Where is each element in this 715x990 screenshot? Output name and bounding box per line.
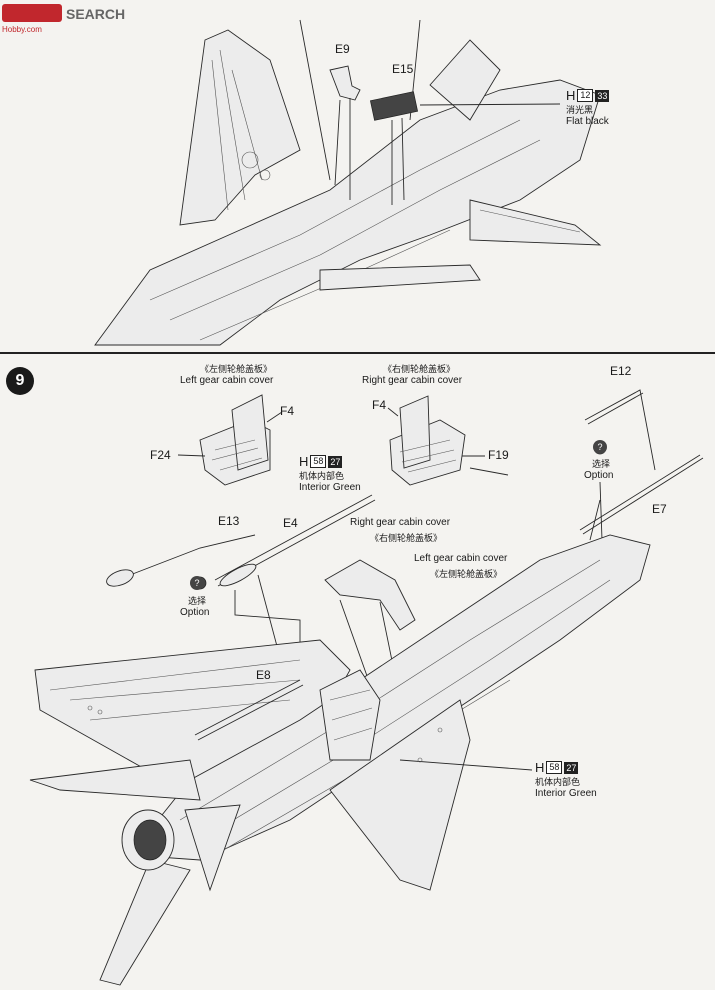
- paint-letter: H: [566, 88, 576, 103]
- paint-letter: H: [535, 760, 545, 775]
- part-label-f19: F19: [488, 448, 509, 462]
- section-divider: [0, 352, 715, 354]
- part-label-e9: E9: [335, 42, 350, 56]
- left-cover-title-en: Left gear cabin cover: [180, 375, 274, 386]
- paint-callout-flat-black: H 12 33: [566, 88, 610, 103]
- paint-code-dark: 27: [564, 761, 579, 774]
- part-label-e12: E12: [610, 364, 632, 378]
- part-label-f4-left: F4: [280, 404, 295, 418]
- right-cover-title-cn: 《右侧轮舱盖板》: [383, 364, 456, 374]
- paint-mid-name-en: Interior Green: [299, 482, 361, 493]
- callout-right-cover-cn: 《右侧轮舱盖板》: [370, 533, 443, 543]
- left-gear-cover-drawing: [177, 394, 283, 486]
- paint-bottom-name-cn: 机体内部色: [535, 777, 581, 787]
- part-label-f24: F24: [150, 448, 171, 462]
- watermark: SEARCH Hobby.com: [0, 0, 160, 40]
- part-label-e7: E7: [652, 502, 667, 516]
- option-question-icon: ?: [593, 440, 607, 454]
- step-number: 9: [15, 372, 25, 389]
- paint-mid-name-cn: 机体内部色: [299, 471, 345, 481]
- option-left-cn: 选择: [188, 596, 207, 606]
- part-label-e8: E8: [256, 668, 271, 682]
- paint-name-en: Flat black: [566, 116, 609, 127]
- option-right-cn: 选择: [592, 459, 611, 469]
- part-label-e4: E4: [283, 516, 298, 530]
- main-aircraft-drawing: [29, 467, 651, 986]
- paint-callout-interior-green-mid: H 58 27: [299, 454, 343, 469]
- right-gear-cover-drawing: [387, 395, 485, 486]
- callout-left-cover-cn: 《左侧轮舱盖板》: [430, 569, 503, 579]
- part-label-e13: E13: [218, 514, 240, 528]
- paint-code-dark: 33: [595, 89, 610, 102]
- option-right-en: Option: [584, 470, 614, 481]
- paint-code-box: 58: [310, 455, 327, 468]
- part-label-e15: E15: [392, 62, 414, 76]
- left-cover-title-cn: 《左侧轮舱盖板》: [200, 364, 273, 374]
- option-question-icon: ?: [190, 576, 204, 590]
- paint-code-dark: 27: [328, 455, 343, 468]
- top-aircraft-drawing: [94, 19, 602, 346]
- option-left-en: Option: [180, 607, 210, 618]
- watermark-logo-icon: [2, 4, 62, 22]
- callout-left-cover-en: Left gear cabin cover: [414, 553, 508, 564]
- paint-code-box: 12: [577, 89, 594, 102]
- paint-bottom-name-en: Interior Green: [535, 788, 597, 799]
- part-label-f4-right: F4: [372, 398, 387, 412]
- callout-right-cover-en: Right gear cabin cover: [350, 517, 451, 528]
- paint-letter: H: [299, 454, 309, 469]
- right-cover-title-en: Right gear cabin cover: [362, 375, 463, 386]
- paint-code-box: 58: [546, 761, 563, 774]
- watermark-site: Hobby.com: [2, 25, 42, 34]
- paint-name-cn: 消光黑: [566, 105, 594, 115]
- watermark-brand: SEARCH: [66, 6, 126, 22]
- paint-callout-interior-green-bottom: H 58 27: [535, 760, 579, 775]
